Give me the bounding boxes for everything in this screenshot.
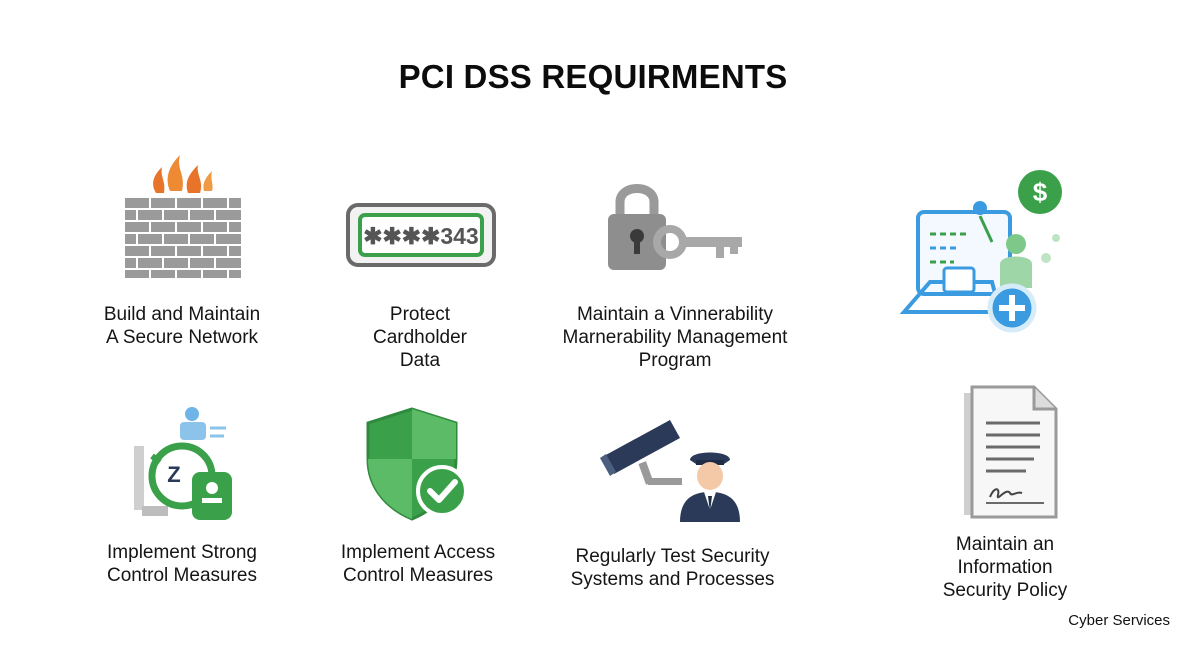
masked-card-number-icon: ✱✱✱✱343	[346, 203, 496, 267]
requirement-label-secure-network: Build and Maintain A Secure Network	[103, 304, 261, 348]
requirement-label-access-control: Implement Access Control Measures	[340, 542, 496, 586]
shield-check-icon	[362, 405, 474, 523]
requirement-label-test-security: Regularly Test Security Systems and Proc…	[570, 546, 775, 590]
requirement-label-strong-control: Implement Strong Control Measures	[107, 542, 257, 586]
camera-guard-icon	[596, 416, 746, 526]
policy-document-icon	[960, 383, 1060, 519]
requirement-label-vulnerability-program: Maintain a Vinnerability Marnerability M…	[562, 304, 788, 371]
requirement-label-security-policy: Maintain an Information Security Policy	[942, 534, 1068, 601]
lock-and-key-icon	[604, 180, 750, 275]
monitoring-payment-icon: $	[899, 168, 1068, 336]
svg-text:Z: Z	[167, 462, 180, 487]
secure-device-icon: Z	[130, 402, 236, 524]
requirement-label-cardholder-data: Protect Cardholder Data	[373, 304, 467, 371]
firewall-icon	[118, 145, 248, 280]
dollar-symbol: $	[1033, 177, 1048, 207]
footer-brand: Cyber Services	[1068, 612, 1170, 629]
masked-card-text: ✱✱✱✱343	[363, 223, 478, 249]
page-title: PCI DSS REQUIRMENTS	[398, 58, 788, 95]
